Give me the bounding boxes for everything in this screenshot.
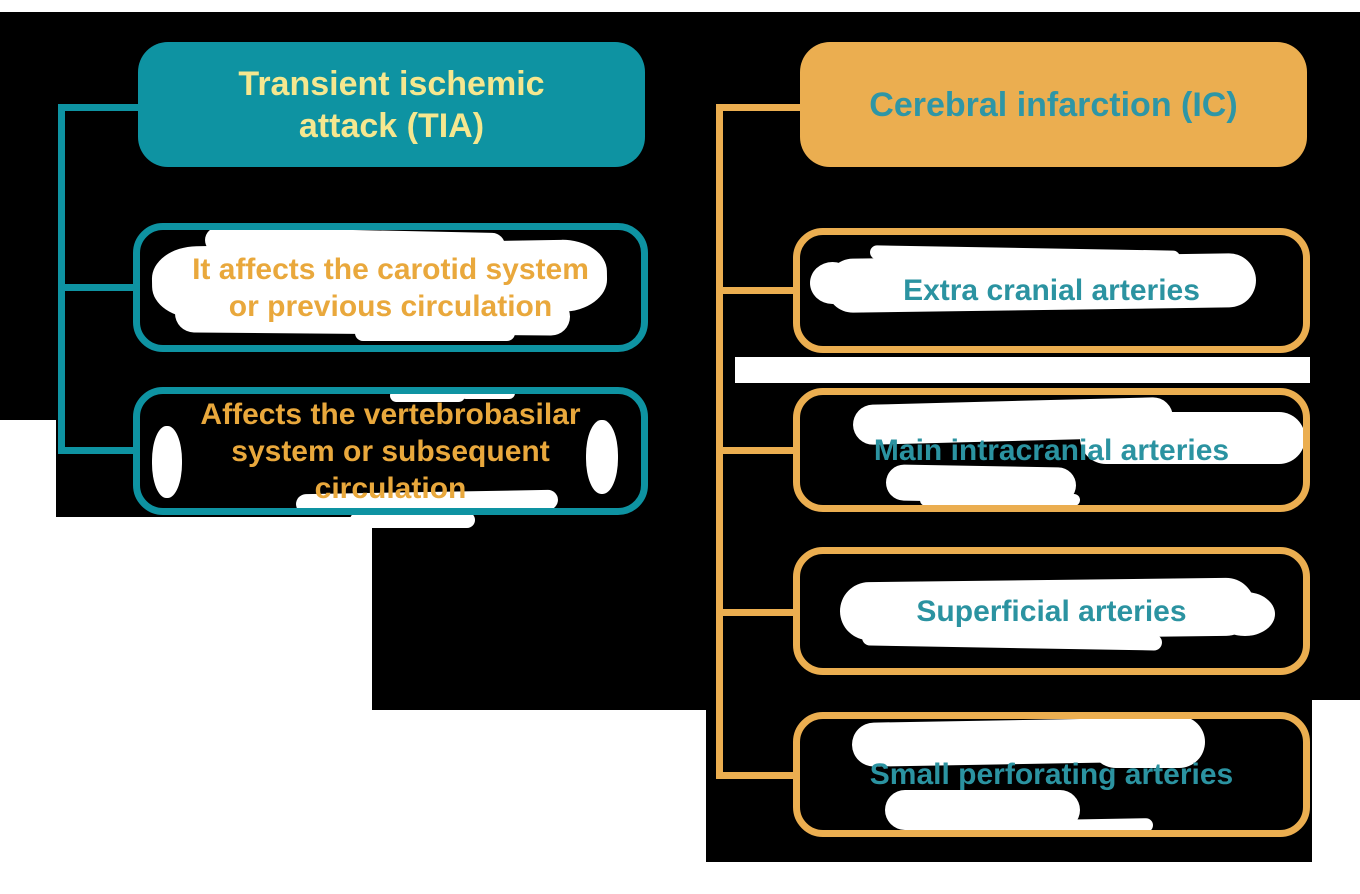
- tia-header-node: Transient ischemic attack (TIA): [138, 42, 645, 167]
- ic-child-node-4: Small perforating arteries: [793, 712, 1310, 837]
- eraser-mark-right-column: [1312, 700, 1360, 894]
- highlight-scribble: [1215, 592, 1275, 636]
- highlight-scribble: [920, 494, 1080, 506]
- ic-header-label: Cerebral infarction (IC): [869, 85, 1238, 124]
- highlight-scribble: [355, 325, 515, 341]
- highlight-scribble: [810, 262, 855, 304]
- ic-child-node-2: Main intracranial arteries: [793, 388, 1310, 512]
- ic-connector-branch-1: [716, 287, 793, 294]
- ic-child-label-1: Extra cranial arteries: [903, 274, 1200, 307]
- ic-child-label-3: Superficial arteries: [916, 594, 1187, 628]
- tia-child-label-2: Affects the vertebrobasilar system or su…: [200, 397, 581, 505]
- ic-connector-branch-header: [716, 104, 800, 111]
- eraser-mark-bottom-right: [706, 862, 1360, 894]
- eraser-mark-top-strip: [0, 0, 1360, 12]
- tia-connector-spine: [58, 104, 65, 454]
- highlight-scribble: [1080, 412, 1305, 464]
- tia-connector-branch-1: [58, 284, 133, 291]
- highlight-scribble: [350, 512, 475, 528]
- highlight-scribble: [586, 420, 618, 494]
- tia-child-node-2: Affects the vertebrobasilar system or su…: [133, 387, 648, 515]
- eraser-mark-bottom-left: [0, 517, 372, 894]
- ic-child-label-2: Main intracranial arteries: [873, 433, 1230, 467]
- tia-connector-branch-2: [58, 447, 133, 454]
- ic-connector-branch-3: [716, 609, 793, 616]
- eraser-mark-band-between-boxes: [735, 357, 1310, 383]
- tia-child-node-1: It affects the carotid system or previou…: [133, 223, 648, 352]
- ic-connector-branch-4: [716, 772, 793, 779]
- ic-child-label-4: Small perforating arteries: [869, 758, 1234, 791]
- ic-header-node: Cerebral infarction (IC): [800, 42, 1307, 167]
- tia-connector-branch-header: [58, 104, 138, 111]
- ic-child-node-1: Extra cranial arteries: [793, 228, 1310, 353]
- tia-child-label-1: It affects the carotid system or previou…: [192, 252, 589, 323]
- eraser-mark-bottom-middle: [372, 710, 706, 894]
- tia-header-label: Transient ischemic attack (TIA): [238, 64, 545, 145]
- ic-child-node-3: Superficial arteries: [793, 547, 1310, 675]
- ic-connector-spine: [716, 104, 723, 779]
- highlight-scribble: [1090, 716, 1205, 768]
- ic-connector-branch-2: [716, 447, 793, 454]
